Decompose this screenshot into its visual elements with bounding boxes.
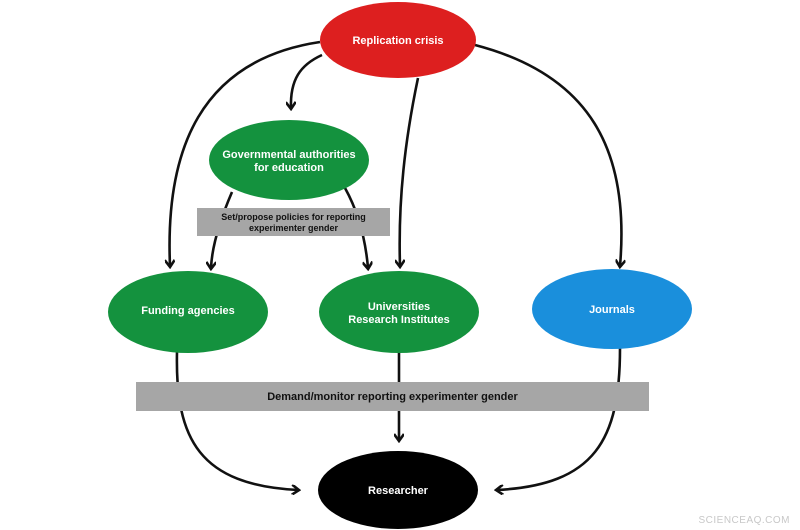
node-universities-ellipse bbox=[319, 271, 479, 353]
node-governmental-line2: for education bbox=[254, 162, 324, 174]
bar-policies-line2: experimenter gender bbox=[249, 223, 339, 233]
node-journals-ellipse bbox=[532, 269, 692, 349]
arrow-crisis-to-governmental bbox=[291, 53, 323, 108]
arrow-crisis-to-journals bbox=[474, 43, 621, 266]
node-universities-line2: Research Institutes bbox=[348, 314, 449, 326]
node-replication-crisis: Replication crisis bbox=[320, 2, 476, 78]
bar-policies: Set/propose policies for reporting exper… bbox=[197, 208, 390, 236]
node-universities: Universities Research Institutes bbox=[319, 271, 479, 353]
arrow-funding-to-researcher bbox=[175, 351, 298, 490]
bar-demand: Demand/monitor reporting experimenter ge… bbox=[136, 382, 649, 411]
node-researcher: Researcher bbox=[318, 451, 478, 529]
node-governmental-ellipse bbox=[209, 120, 369, 200]
node-journals-label: Journals bbox=[589, 304, 635, 316]
node-funding-label: Funding agencies bbox=[141, 305, 235, 317]
node-replication-crisis-label: Replication crisis bbox=[352, 35, 443, 47]
node-researcher-label: Researcher bbox=[368, 485, 429, 497]
arrow-crisis-to-universities bbox=[400, 77, 420, 266]
arrow-crisis-to-funding bbox=[170, 40, 321, 266]
node-funding-agencies: Funding agencies bbox=[108, 271, 268, 353]
node-universities-line1: Universities bbox=[368, 301, 430, 313]
node-journals: Journals bbox=[532, 269, 692, 349]
bar-policies-line1: Set/propose policies for reporting bbox=[221, 212, 366, 222]
node-replication-crisis-ellipse bbox=[320, 2, 476, 78]
watermark: SCIENCEAQ.COM bbox=[698, 515, 790, 526]
node-governmental-line1: Governmental authorities bbox=[222, 149, 355, 161]
bar-demand-label: Demand/monitor reporting experimenter ge… bbox=[267, 391, 518, 403]
node-governmental-authorities: Governmental authorities for education bbox=[209, 120, 369, 200]
arrow-journals-to-researcher bbox=[497, 347, 622, 490]
node-funding-ellipse bbox=[108, 271, 268, 353]
node-researcher-ellipse bbox=[318, 451, 478, 529]
bar-demand-box bbox=[136, 382, 649, 411]
bar-policies-box bbox=[197, 208, 390, 236]
